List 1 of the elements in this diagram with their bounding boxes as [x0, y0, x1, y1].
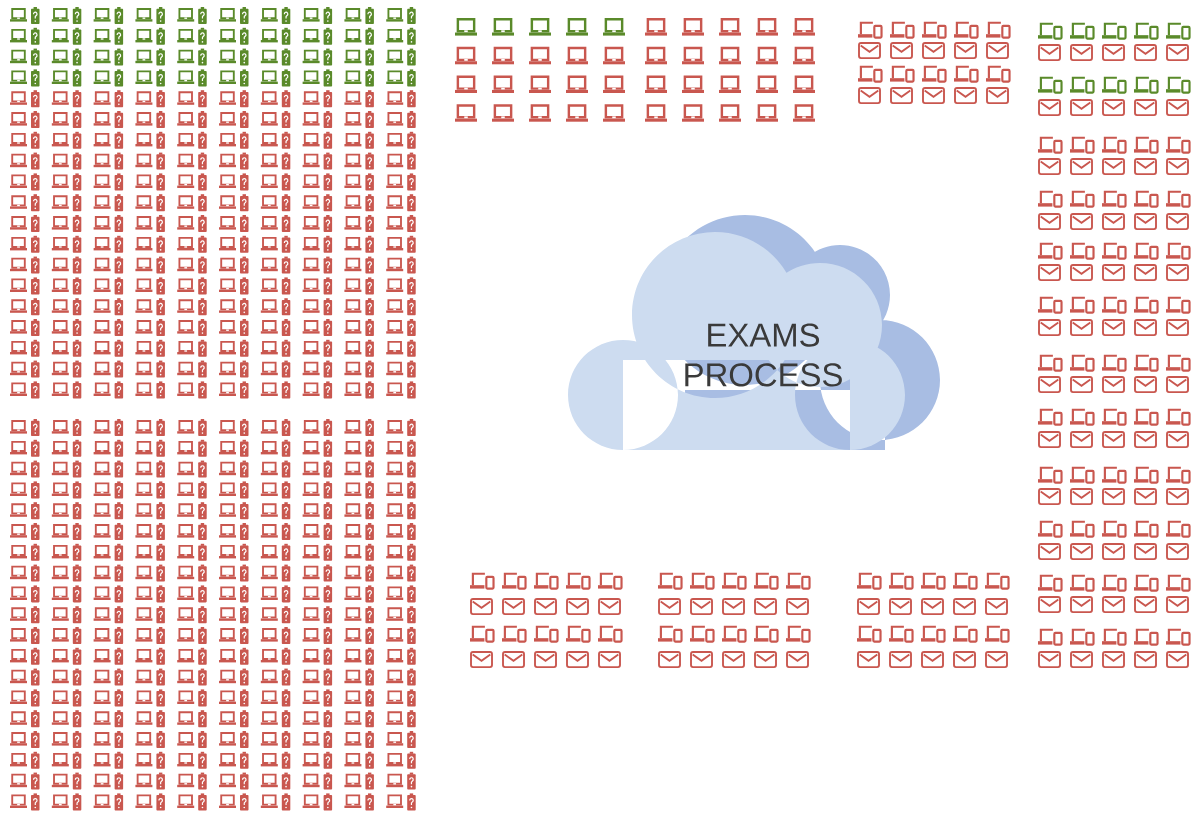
cloud: EXAMS PROCESS [568, 215, 940, 450]
